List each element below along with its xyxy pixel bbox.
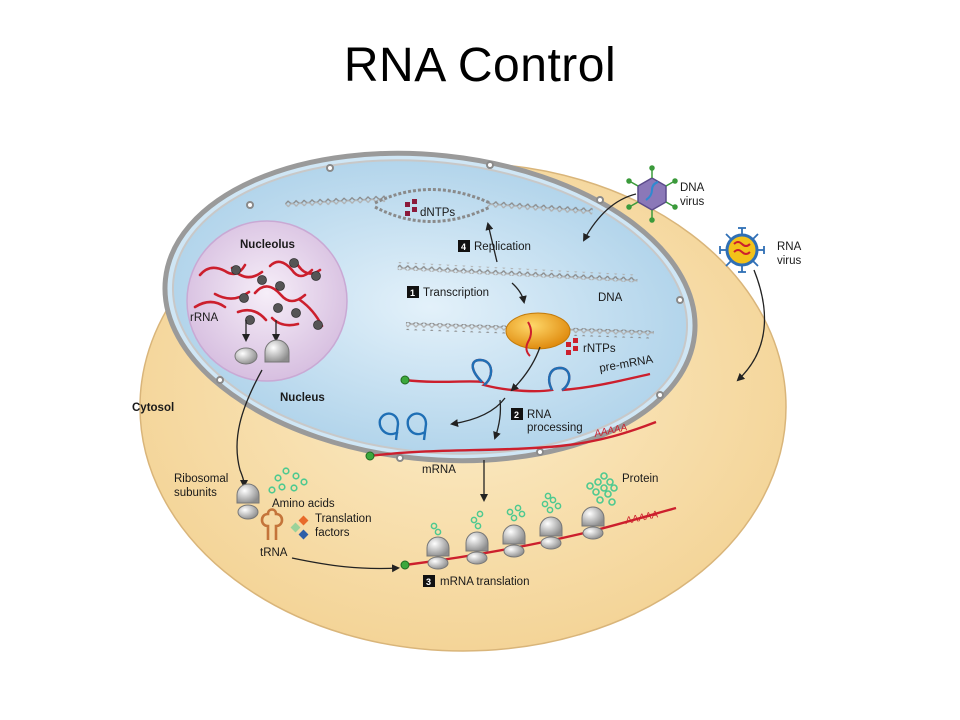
ribosomal-subunits: Ribosomal subunits: [174, 473, 260, 520]
protein-label: Protein: [622, 473, 658, 485]
rna-virus-label-line1: RNA: [777, 241, 802, 253]
step-3-label: mRNA translation: [440, 576, 529, 588]
rna-virus-label-line2: virus: [777, 255, 802, 267]
step-3-mrna-translation: 3 mRNA translation: [423, 575, 529, 588]
translation-factors-label-line2: factors: [315, 527, 350, 539]
rna-polymerase: [505, 312, 571, 350]
nucleolus: Nucleolus rRNA: [186, 220, 348, 382]
step-4-label: Replication: [474, 241, 531, 253]
mrna-label: mRNA: [422, 464, 456, 476]
step-3-number: 3: [426, 577, 431, 587]
dna-replication: dNTPs: [285, 188, 593, 223]
translation-factors: Translation factors: [290, 513, 371, 540]
dna-label: DNA: [598, 292, 623, 304]
amino-acids-label: Amino acids: [272, 498, 335, 510]
step-4-replication: 4 Replication: [458, 222, 531, 263]
dna-virus: DNA virus: [583, 165, 705, 242]
nascent-peptides: [430, 492, 562, 536]
nucleolus-label: Nucleolus: [240, 239, 295, 251]
step-2-number: 2: [514, 410, 519, 420]
mrna: mRNA: [365, 420, 657, 476]
slide-title: RNA Control: [343, 39, 617, 92]
protein: Protein: [586, 472, 658, 506]
rrna-label: rRNA: [190, 312, 218, 324]
rna-polymerase-complex: rNTPs: [405, 312, 654, 357]
dna-strand: DNA: [397, 262, 638, 304]
amino-acids: Amino acids: [268, 467, 335, 510]
ribosomes: [426, 506, 605, 570]
step-2-label-line1: RNA: [527, 409, 552, 421]
step-1-label: Transcription: [423, 287, 489, 299]
rntps-label: rNTPs: [583, 343, 616, 355]
trna: tRNA: [260, 508, 400, 573]
excised-introns: [378, 412, 428, 441]
step-2-label-line2: processing: [527, 422, 583, 434]
dna-virus-label-line2: virus: [680, 196, 705, 208]
step-1-number: 1: [410, 288, 415, 298]
translation-factors-label-line1: Translation: [315, 513, 371, 525]
step-4-number: 4: [461, 242, 466, 252]
step-1-transcription: 1 Transcription: [407, 282, 527, 304]
ribosomal-subunits-label-line2: subunits: [174, 487, 217, 499]
rna-virus: RNA virus: [719, 227, 802, 382]
nucleus-label: Nucleus: [280, 392, 325, 404]
trna-label: tRNA: [260, 547, 288, 559]
cytosol-label: Cytosol: [132, 402, 174, 414]
dna-virus-label-line1: DNA: [680, 182, 705, 194]
ribosomal-subunits-label-line1: Ribosomal: [174, 473, 228, 485]
dntps-label: dNTPs: [420, 207, 455, 219]
